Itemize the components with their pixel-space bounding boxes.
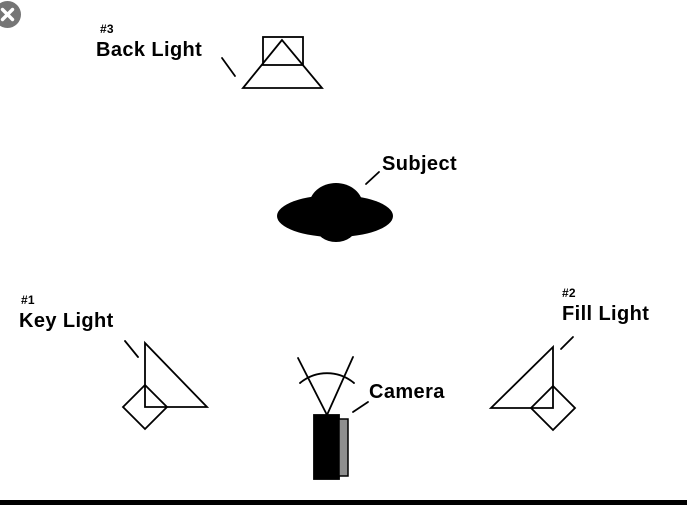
camera-icon	[297, 356, 355, 480]
close-button[interactable]	[0, 1, 21, 28]
bottom-bar	[0, 500, 687, 505]
back-light-number: #3	[100, 22, 114, 36]
back-light-icon	[241, 36, 324, 89]
fill-light-leader-line	[560, 336, 574, 350]
back-light-leader-line	[221, 57, 236, 77]
fill-light-label: Fill Light	[562, 303, 650, 325]
back-light-label: Back Light	[96, 39, 203, 61]
close-icon	[0, 7, 15, 22]
subject-label: Subject	[382, 153, 458, 175]
fill-light-icon	[488, 344, 577, 432]
fill-light-number: #2	[562, 286, 576, 300]
key-light-label: Key Light	[19, 310, 114, 332]
camera-leader-line	[352, 401, 369, 413]
key-light-leader-line	[124, 340, 139, 358]
subject-icon	[277, 183, 393, 242]
key-light-icon	[121, 340, 210, 431]
subject-leader-line	[365, 171, 380, 185]
key-light-number: #1	[21, 293, 35, 307]
camera-label: Camera	[369, 381, 445, 403]
